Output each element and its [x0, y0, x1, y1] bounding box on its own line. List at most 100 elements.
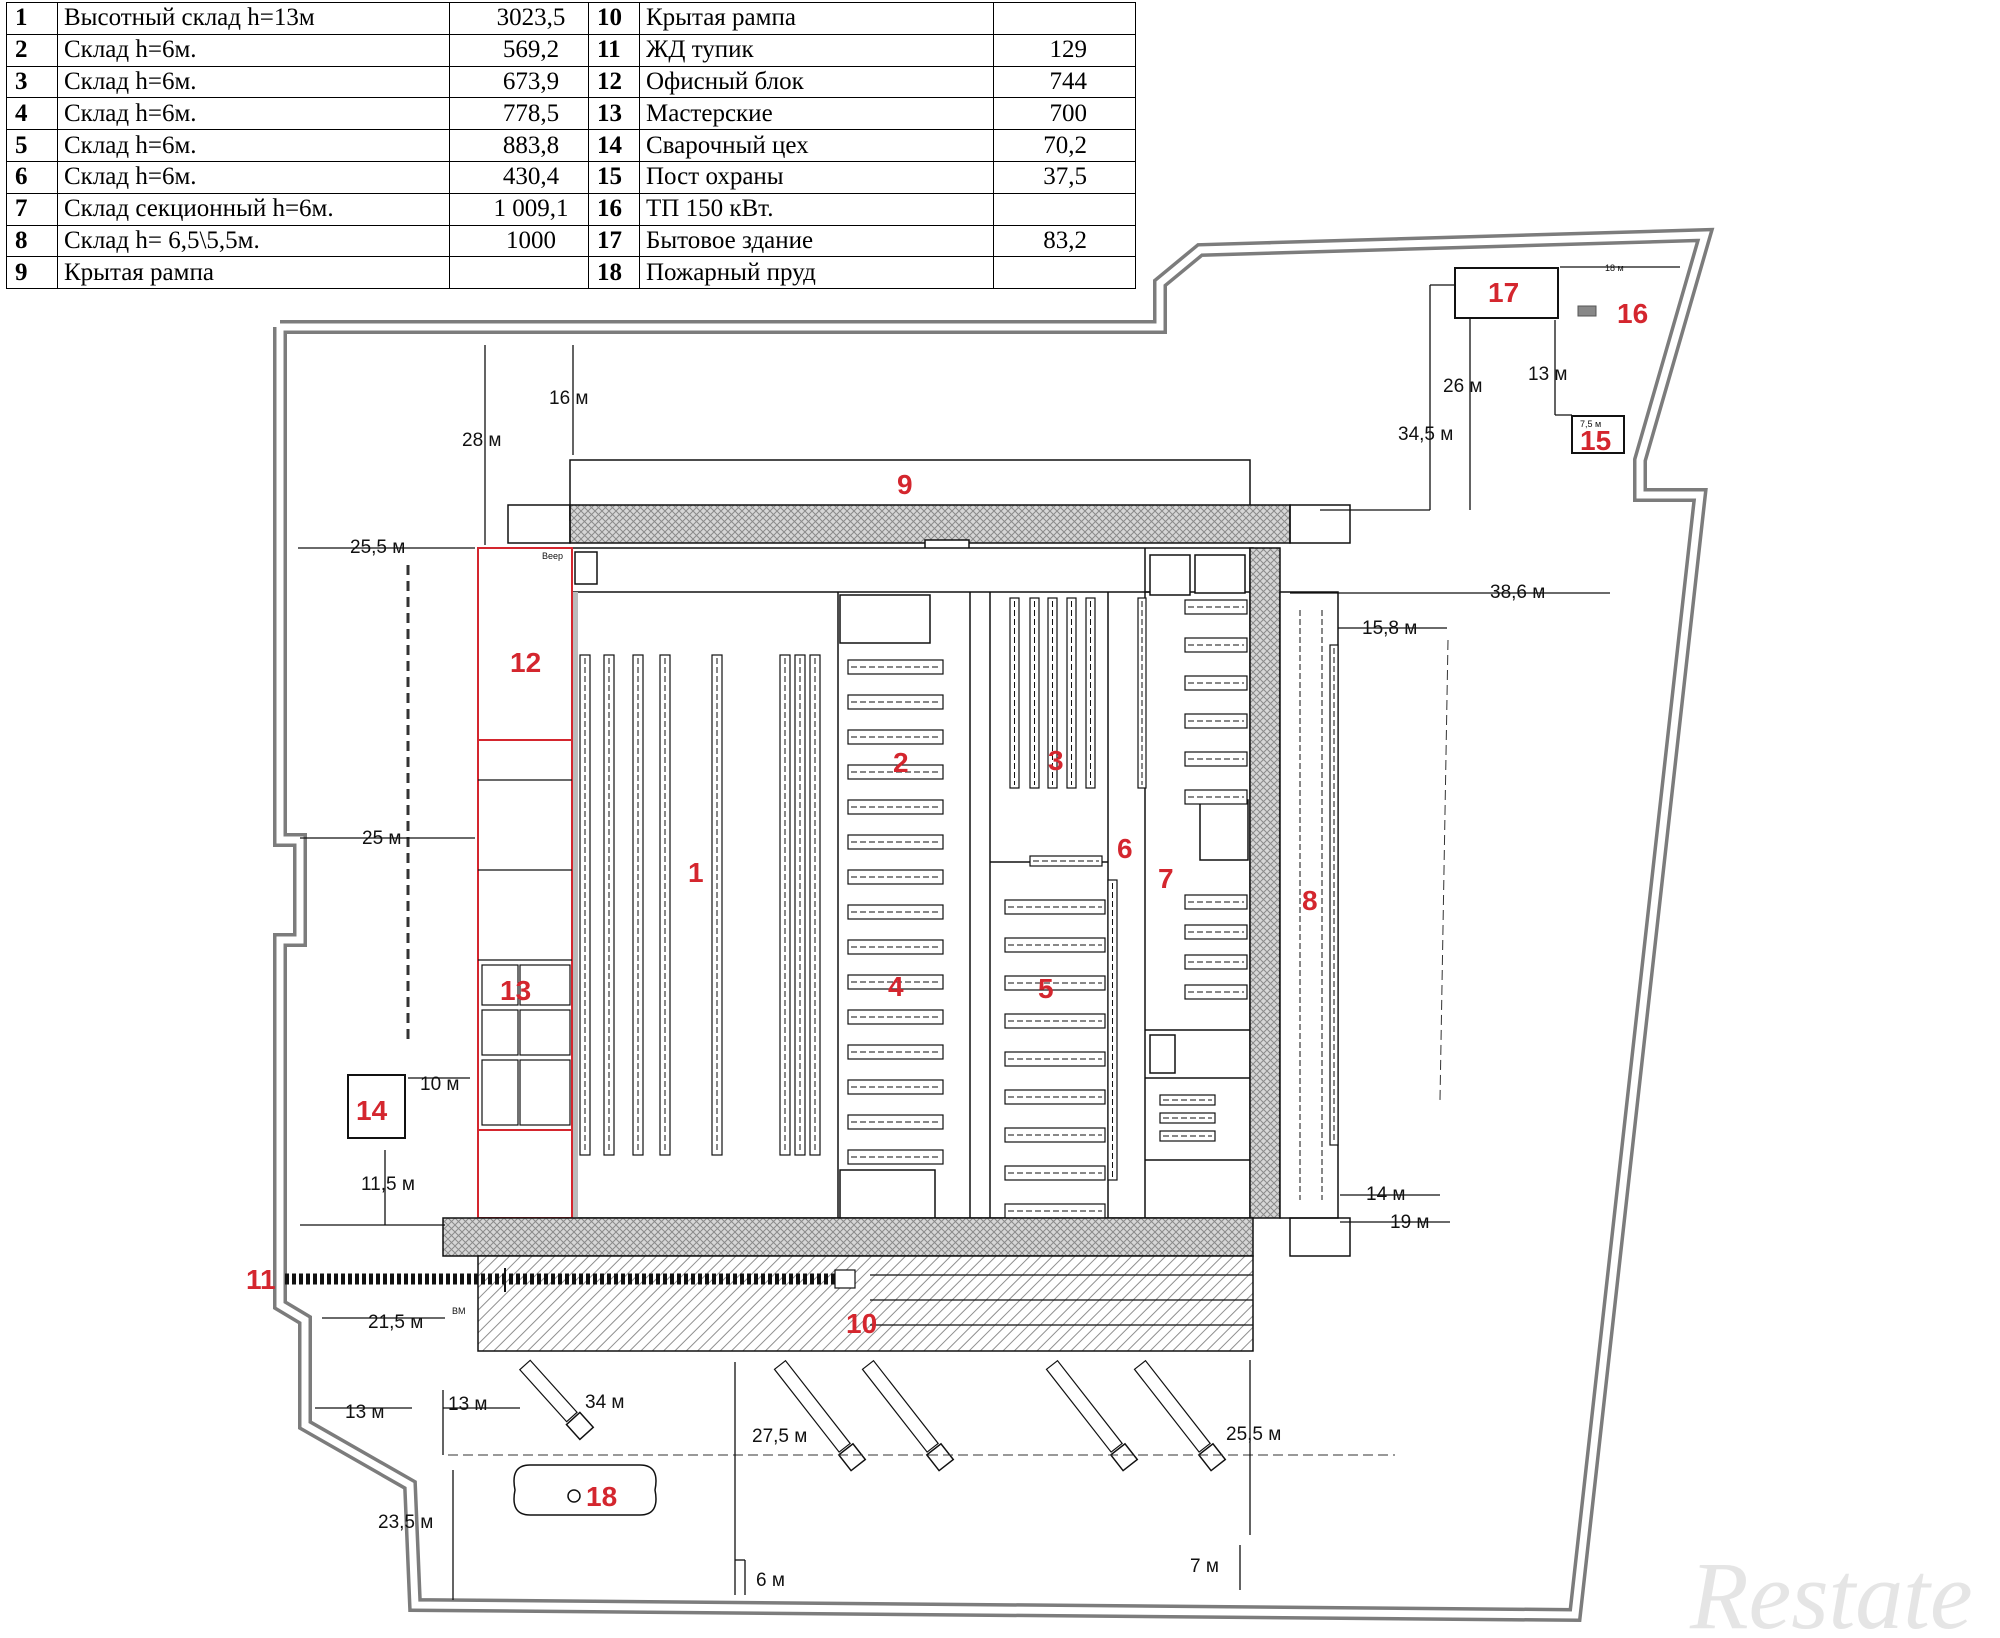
truck-cab — [925, 1442, 955, 1472]
dim-13-mid: 13 м — [448, 1394, 487, 1415]
building-labels: 9 12 13 1 2 3 4 5 6 7 8 10 11 14 15 16 1… — [246, 277, 1648, 1512]
office-block — [477, 547, 573, 1219]
legend-left-area: 430,4 — [449, 160, 589, 194]
site-boundary — [273, 227, 1715, 1623]
legend-right-name: ТП 150 кВт. — [639, 192, 994, 226]
label-14: 14 — [356, 1095, 388, 1126]
truck — [861, 1359, 955, 1472]
legend-left-num: 4 — [6, 97, 58, 131]
legend-left-num: 1 — [6, 2, 58, 35]
legend-right-num: 18 — [588, 256, 640, 290]
dim-13-left: 13 м — [345, 1402, 384, 1423]
rack — [1159, 1130, 1216, 1142]
legend-left-name: Высотный склад h=13м — [57, 2, 450, 35]
truck-trailer — [1045, 1359, 1124, 1453]
rack — [847, 1044, 944, 1060]
dim-7-5: 7,5 м — [1580, 419, 1601, 429]
truck-cab — [1197, 1442, 1227, 1472]
rack — [847, 694, 944, 710]
truck-trailer — [861, 1359, 940, 1453]
truck — [1133, 1359, 1227, 1472]
dim-27-5: 27,5 м — [752, 1426, 807, 1447]
dim-25-5-left: 25,5 м — [350, 537, 405, 558]
dim-26: 26 м — [1443, 376, 1482, 397]
rack — [847, 799, 944, 815]
dim-34-5: 34,5 м — [1398, 424, 1453, 445]
legend-right-name: Офисный блок — [639, 65, 994, 99]
dimension-lines — [298, 266, 1680, 1600]
label-9: 9 — [897, 469, 913, 500]
legend-left-num: 3 — [6, 65, 58, 99]
truck — [773, 1359, 867, 1472]
rack — [847, 729, 944, 745]
bm-label: ВМ — [452, 1306, 466, 1316]
label-16: 16 — [1617, 298, 1648, 329]
building-8 — [1279, 591, 1351, 1257]
label-4: 4 — [888, 971, 904, 1002]
legend-left-area: 1 009,1 — [449, 192, 589, 226]
dim-18: 18 м — [1605, 263, 1624, 273]
dim-16: 16 м — [549, 388, 588, 409]
dim-14: 14 м — [1366, 1184, 1405, 1205]
label-3: 3 — [1048, 745, 1064, 776]
rack — [847, 659, 944, 675]
dim-38-6: 38,6 м — [1490, 582, 1545, 603]
dim-28: 28 м — [462, 430, 501, 451]
legend-right-name: Мастерские — [639, 97, 994, 131]
dim-34: 34 м — [585, 1392, 624, 1413]
label-13: 13 — [500, 975, 531, 1006]
legend-right-name: Пожарный пруд — [639, 256, 994, 290]
label-12: 12 — [510, 647, 541, 678]
truck-trailer — [773, 1359, 852, 1453]
dim-7: 7 м — [1190, 1556, 1219, 1577]
legend-right-name: Крытая рампа — [639, 2, 994, 35]
veer-label: Веер — [542, 551, 563, 561]
truck-cab — [1109, 1442, 1139, 1472]
label-6: 6 — [1117, 833, 1133, 864]
dim-13-top: 13 м — [1528, 364, 1567, 385]
truck-cab — [837, 1442, 867, 1472]
building-17 — [1454, 267, 1559, 319]
dim-10: 10 м — [420, 1074, 459, 1095]
legend-right-num: 15 — [588, 160, 640, 194]
truck-trailer — [518, 1359, 578, 1423]
truck — [1045, 1359, 1139, 1472]
truck — [518, 1359, 595, 1441]
rack — [847, 1114, 944, 1130]
truck-docks — [518, 1359, 1227, 1472]
rack — [1159, 1112, 1216, 1124]
legend-left-num: 6 — [6, 160, 58, 194]
label-2: 2 — [893, 747, 909, 778]
label-1: 1 — [688, 857, 704, 888]
legend-left-num: 8 — [6, 224, 58, 258]
restate-logo: Restate — [1689, 1542, 1973, 1638]
dim-6: 6 м — [756, 1570, 785, 1591]
legend-left-area: 3023,5 — [449, 2, 589, 35]
legend-right-num: 16 — [588, 192, 640, 226]
legend-left-num: 2 — [6, 33, 58, 67]
legend-left-name: Склад h=6м. — [57, 97, 450, 131]
rack — [1159, 1094, 1216, 1106]
rack — [847, 869, 944, 885]
legend-left-area: 1000 — [449, 224, 589, 258]
legend-right-area: 129 — [993, 33, 1136, 67]
legend-left-num: 7 — [6, 192, 58, 226]
label-7: 7 — [1158, 863, 1174, 894]
legend-left-num: 5 — [6, 129, 58, 162]
dim-21-5: 21,5 м — [368, 1312, 423, 1333]
rack — [847, 834, 944, 850]
rack — [847, 764, 944, 780]
legend-left-name: Крытая рампа — [57, 256, 450, 290]
dim-15-8: 15,8 м — [1362, 618, 1417, 639]
dim-23-5: 23,5 м — [378, 1512, 433, 1533]
legend-left-area — [449, 256, 589, 290]
